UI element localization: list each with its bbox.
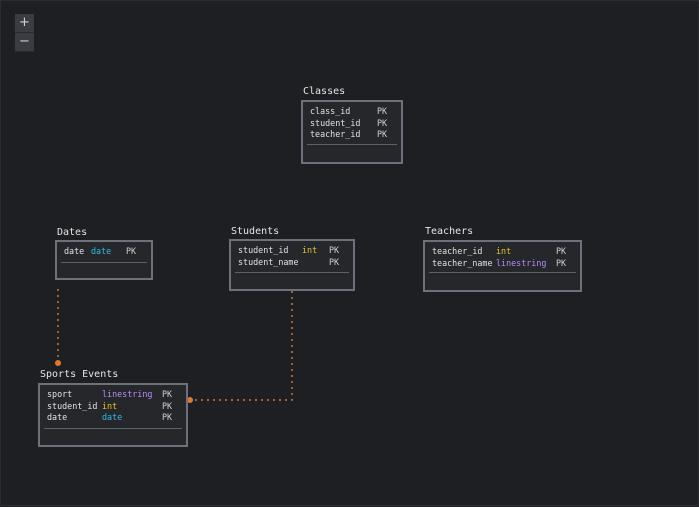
column-name: teacher_name (432, 257, 493, 268)
column-name: teacher_id (432, 246, 483, 256)
primary-key-badge: PK (126, 246, 137, 256)
table-title-students: Students (231, 226, 280, 237)
column-name: teacher_id (310, 129, 361, 139)
table-row: student_id PK (310, 118, 401, 130)
table-dates[interactable]: date date PK (55, 240, 153, 280)
table-row: student_name PK (238, 257, 353, 269)
table-teachers[interactable]: teacher_id int PK teacher_name linestrin… (423, 240, 582, 292)
table-title-teachers: Teachers (425, 226, 474, 237)
table-row: date date PK (64, 246, 151, 258)
table-divider (61, 262, 147, 263)
table-title-dates: Dates (57, 227, 88, 238)
zoom-controls: + − (15, 14, 34, 52)
table-row: teacher_id PK (310, 129, 401, 141)
column-list: student_id int PK student_name PK (231, 241, 353, 268)
primary-key-badge: PK (162, 400, 173, 411)
table-students[interactable]: student_id int PK student_name PK (229, 239, 355, 291)
table-row: teacher_id int PK (432, 246, 580, 258)
zoom-out-button[interactable]: − (15, 33, 34, 52)
column-name: sport (47, 389, 73, 399)
column-type: int (496, 246, 512, 256)
column-type: int (302, 245, 318, 255)
primary-key-badge: PK (377, 117, 388, 128)
table-divider (307, 144, 397, 145)
zoom-in-button[interactable]: + (15, 14, 34, 33)
relation-students-sports-events (190, 291, 293, 401)
table-row: class_id PK (310, 106, 401, 118)
primary-key-badge: PK (377, 129, 388, 139)
table-row: sport linestring PK (47, 389, 186, 401)
relation-endpoint-dot (187, 397, 193, 403)
column-type: linestring (496, 257, 547, 268)
column-type: date (91, 246, 112, 256)
primary-key-badge: PK (162, 389, 173, 399)
relation-endpoint-dot (55, 360, 61, 366)
column-list: class_id PK student_id PK teacher_id PK (303, 102, 401, 141)
table-sports-events[interactable]: sport linestring PK student_id int PK da… (38, 383, 188, 447)
primary-key-badge: PK (329, 245, 340, 255)
table-classes[interactable]: class_id PK student_id PK teacher_id PK (301, 100, 403, 164)
column-name: student_name (238, 256, 299, 267)
table-divider (235, 272, 349, 273)
column-name: student_id (47, 400, 98, 411)
column-name: date (47, 412, 68, 422)
primary-key-badge: PK (162, 412, 173, 422)
column-type: date (102, 412, 123, 422)
column-name: student_id (310, 117, 361, 128)
column-type: int (102, 400, 118, 411)
primary-key-badge: PK (377, 106, 388, 116)
column-list: teacher_id int PK teacher_name linestrin… (425, 242, 580, 269)
column-type: linestring (102, 389, 153, 399)
table-row: student_id int PK (238, 245, 353, 257)
table-divider (44, 428, 182, 429)
primary-key-badge: PK (556, 257, 567, 268)
column-name: student_id (238, 245, 289, 255)
primary-key-badge: PK (329, 256, 340, 267)
primary-key-badge: PK (556, 246, 567, 256)
table-row: teacher_name linestring PK (432, 258, 580, 270)
column-name: date (64, 246, 85, 256)
table-row: student_id int PK (47, 401, 186, 413)
column-list: date date PK (57, 242, 151, 258)
table-title-sports-events: Sports Events (40, 369, 119, 380)
table-row: date date PK (47, 412, 186, 424)
table-title-classes: Classes (303, 86, 346, 97)
table-divider (429, 272, 576, 273)
column-name: class_id (310, 106, 351, 116)
column-list: sport linestring PK student_id int PK da… (40, 385, 186, 424)
